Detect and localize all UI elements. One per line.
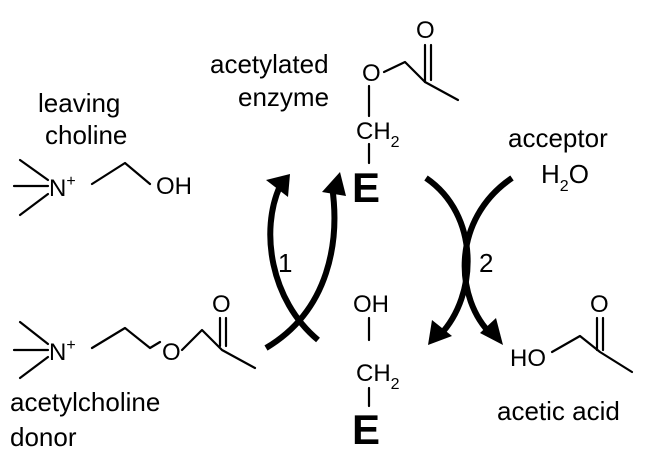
atom-nitrogen-bottom: N+ <box>49 337 76 366</box>
arc-step2-right <box>461 175 514 338</box>
atom-ester-oxygen-ach: O <box>162 339 181 366</box>
arrowhead-step2-left <box>428 320 452 345</box>
atom-carbonyl-oxygen: O <box>416 17 435 44</box>
acetic-acid-group: HO O acetic acid <box>497 291 634 426</box>
bond-ach-methyl-3 <box>18 355 50 380</box>
bond-choline-chain <box>90 161 152 186</box>
label-acetylated: acetylated <box>210 49 329 79</box>
atom-hydroxyl-acid: HO <box>510 345 546 372</box>
bond-methyl-1 <box>18 158 50 182</box>
arrow-step1-bind <box>264 172 346 351</box>
arrowhead-step1-left <box>266 174 290 197</box>
arrow-step2-acid <box>461 175 514 345</box>
label-water: H2O <box>541 159 589 195</box>
arrowhead-step2-right <box>480 318 503 345</box>
label-acceptor: acceptor <box>508 123 608 153</box>
label-choline: choline <box>45 120 127 150</box>
enzyme-e-bottom: E <box>352 406 380 453</box>
atom-hydroxyl-choline: OH <box>156 173 192 200</box>
acetylcholine-donor-group: N+ O O acetylcholine donor <box>10 291 257 452</box>
atom-hydroxyl-enzyme: OH <box>353 291 389 318</box>
atom-ester-oxygen: O <box>362 60 381 87</box>
bond-ach-methyl-1 <box>18 320 50 346</box>
arrow-step2-enzyme <box>424 175 471 345</box>
bond-acid-chain <box>550 334 634 374</box>
atom-ch2-bottom: CH2 <box>356 360 400 393</box>
label-enzyme: enzyme <box>238 82 329 112</box>
arrow-step1-release <box>266 174 320 343</box>
free-enzyme-group: OH CH2 E <box>352 291 400 453</box>
leaving-choline-group: leaving choline N+ OH <box>12 88 192 217</box>
acceptor-water-group: acceptor H2O <box>508 123 608 195</box>
label-acetylcholine: acetylcholine <box>10 387 160 417</box>
bond-ach-chain <box>90 326 162 350</box>
arc-step1-left <box>267 184 320 343</box>
atom-nitrogen-top: N+ <box>49 173 76 202</box>
atom-ch2-top: CH2 <box>356 118 400 151</box>
enzyme-e-top: E <box>352 164 380 211</box>
step-number-1: 1 <box>278 248 292 278</box>
acetylated-enzyme-group: acetylated enzyme O O CH2 E <box>210 17 460 211</box>
arc-step2-left <box>424 175 471 338</box>
bond-methyl-3 <box>18 192 50 217</box>
atom-carbonyl-oxygen-ach: O <box>212 291 231 318</box>
step-number-2: 2 <box>479 248 493 278</box>
bond-ach-acetyl <box>180 328 257 370</box>
label-acetic-acid: acetic acid <box>497 396 620 426</box>
atom-carbonyl-oxygen-acid: O <box>590 291 609 318</box>
arrowhead-step1-right <box>322 172 346 196</box>
arc-step1-right <box>264 185 338 351</box>
bond-acetyl-chain <box>382 60 460 102</box>
label-donor: donor <box>10 422 77 452</box>
label-leaving: leaving <box>38 88 120 118</box>
